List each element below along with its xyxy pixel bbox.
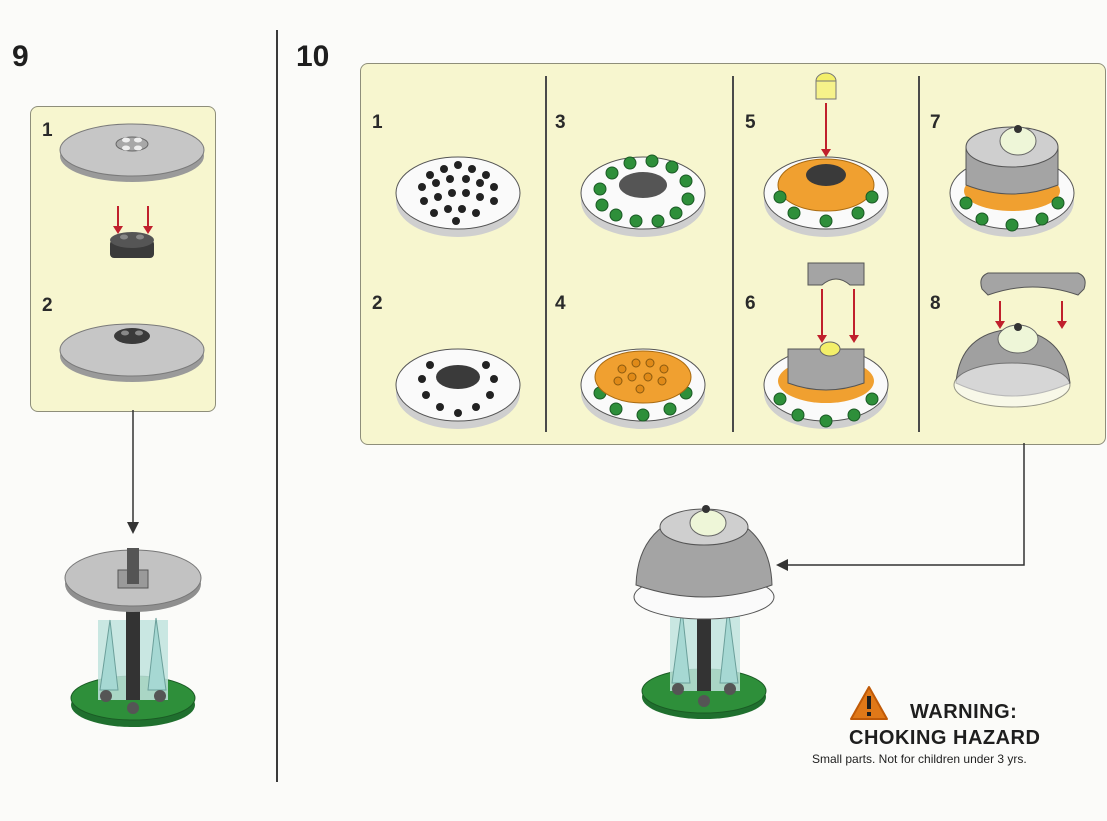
step-10-substep-1: 1 xyxy=(372,112,383,133)
green-stud-ring-part xyxy=(580,154,706,237)
warning-detail: Small parts. Not for children under 3 yr… xyxy=(812,752,1027,766)
choking-hazard-title: CHOKING HAZARD xyxy=(849,727,1041,749)
step-10-substep-7: 7 xyxy=(930,112,941,133)
page-divider xyxy=(276,30,278,782)
step-10-substep-4: 4 xyxy=(555,293,566,314)
step-10-substep-2: 2 xyxy=(372,293,383,314)
step-9-illustration xyxy=(59,123,205,382)
panel-separator xyxy=(732,76,734,432)
dome-cap-part xyxy=(953,272,1086,408)
round-plate-part xyxy=(59,123,205,182)
panel-separator xyxy=(918,76,920,432)
white-round-plate-part xyxy=(395,156,521,237)
orange-plate-with-round-brick xyxy=(763,72,889,237)
dark-round-brick-part xyxy=(110,232,154,258)
step-9-substep-2: 2 xyxy=(42,295,53,316)
panel-separator xyxy=(545,76,547,432)
warning-title: WARNING: xyxy=(910,701,1018,723)
gray-ring-with-dome-part xyxy=(949,125,1075,237)
step-10-substep-5: 5 xyxy=(745,112,756,133)
step-9-connector-arrow xyxy=(127,410,139,534)
orange-plate-part xyxy=(580,348,706,429)
step-10-substep-8: 8 xyxy=(930,293,941,314)
step-10-model xyxy=(633,505,775,719)
curved-gray-brick-part xyxy=(763,262,889,429)
step-10-connector-arrow xyxy=(776,443,1025,571)
white-plate-with-dark-brick xyxy=(395,348,521,429)
step-10-number: 10 xyxy=(296,40,330,73)
step-9-number: 9 xyxy=(12,40,29,73)
step-9-substep-1: 1 xyxy=(42,120,53,141)
step-10-substep-6: 6 xyxy=(745,293,756,314)
step-9-model xyxy=(64,548,202,727)
assembled-plate-part xyxy=(59,323,205,382)
warning-triangle-icon xyxy=(850,686,888,720)
step-10-substep-3: 3 xyxy=(555,112,566,133)
step-10-illustrations xyxy=(395,72,1086,429)
